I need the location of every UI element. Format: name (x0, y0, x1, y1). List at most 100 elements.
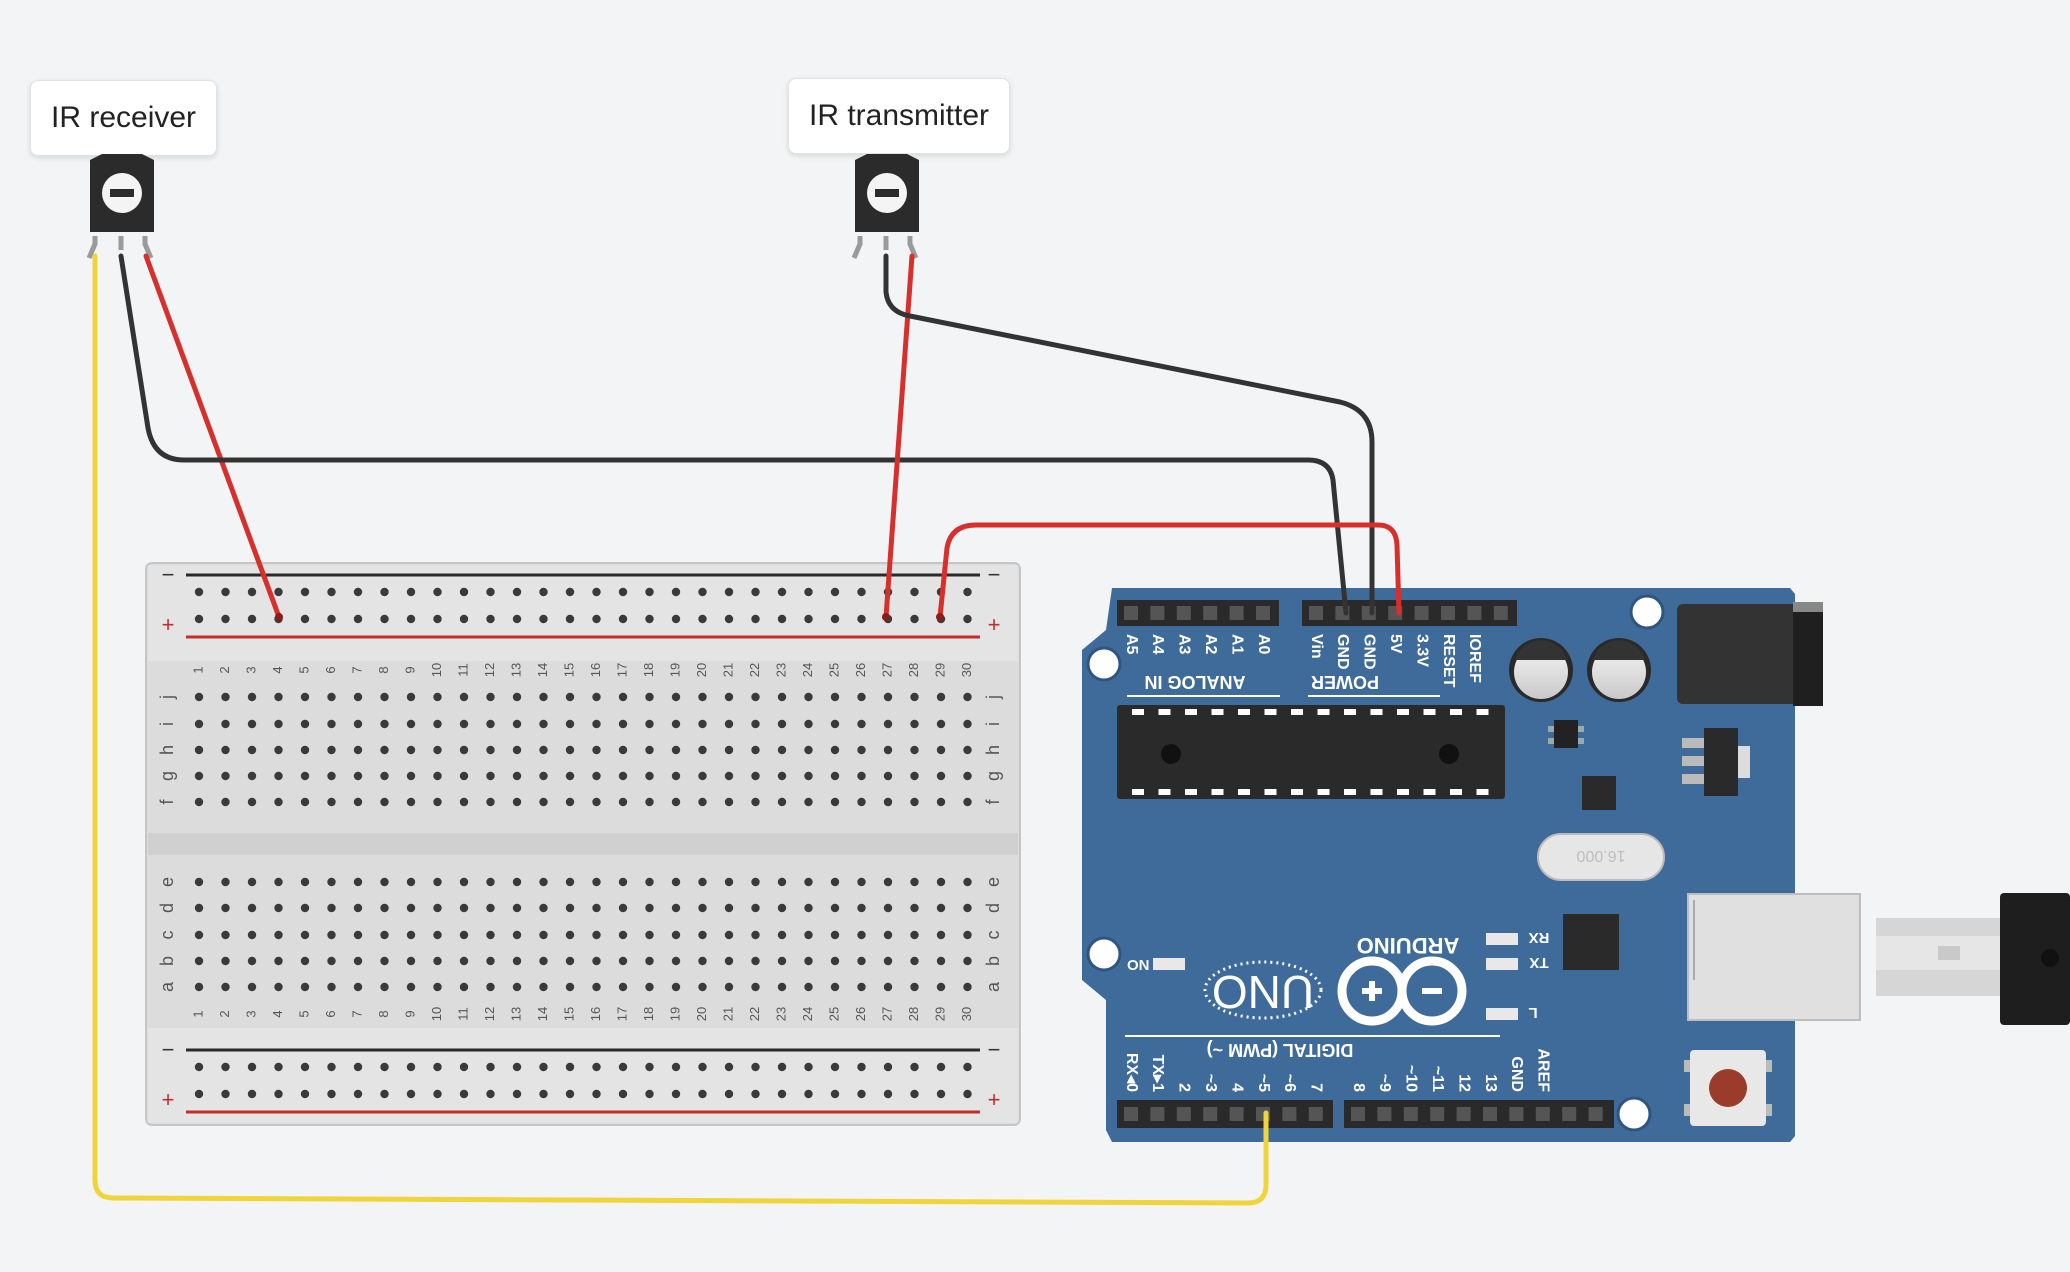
terminal-hole (883, 745, 893, 755)
terminal-hole (724, 797, 734, 807)
terminal-hole (592, 771, 601, 781)
terminal-hole (910, 692, 919, 702)
rail-hole (751, 587, 760, 597)
wire-yellow-signal[interactable] (92, 253, 1269, 1206)
terminal-hole (724, 956, 734, 966)
rail-hole (804, 1089, 813, 1099)
rail-hole (433, 1089, 442, 1099)
terminal-hole (618, 745, 628, 755)
rail-hole (486, 1089, 495, 1099)
chip-leg (1185, 709, 1197, 715)
rail-hole (353, 614, 363, 624)
column-number: 2 (217, 1010, 232, 1017)
chip-leg (1317, 789, 1330, 795)
terminal-hole (512, 930, 522, 940)
terminal-hole (830, 956, 840, 966)
column-number: 24 (800, 1007, 815, 1021)
rail-hole (459, 614, 469, 624)
terminal-hole (671, 877, 681, 887)
terminal-hole (963, 956, 972, 966)
capacitor (1587, 638, 1651, 702)
rx-label: RX (1529, 929, 1550, 946)
pin-label: 8 (1350, 1083, 1367, 1092)
terminal-hole (327, 877, 336, 887)
pin-label: 2 (1176, 1083, 1193, 1092)
header-pin (1282, 1107, 1297, 1121)
terminal-hole (857, 797, 866, 807)
terminal-hole (592, 745, 601, 755)
column-number: 13 (508, 1007, 523, 1021)
terminal-hole (194, 745, 204, 755)
terminal-hole (194, 930, 204, 940)
terminal-hole (618, 956, 628, 966)
column-number: 22 (747, 1007, 762, 1021)
chip-leg (1238, 789, 1250, 795)
column-number: 16 (588, 663, 603, 677)
rail-hole (247, 1062, 257, 1072)
rail-hole (592, 1089, 601, 1099)
wire-black-transmitter-gnd[interactable] (883, 253, 1375, 616)
reset-button[interactable] (1684, 1050, 1772, 1126)
ir-transmitter[interactable] (851, 154, 919, 259)
column-number: 1 (190, 666, 205, 673)
terminal-hole (671, 903, 681, 913)
rail-hole (539, 1089, 548, 1099)
arduino-brand-text: ARDUINO (1357, 933, 1460, 958)
rail-hole (459, 1062, 469, 1072)
chip-leg (1450, 789, 1462, 795)
wire-red-receiver[interactable] (143, 253, 282, 620)
terminal-hole (963, 797, 972, 807)
chip-leg (1132, 789, 1144, 795)
power-header (1302, 600, 1517, 626)
rail-hole (751, 614, 760, 624)
terminal-hole (380, 719, 389, 729)
ir-receiver[interactable] (86, 154, 154, 259)
terminal-hole (804, 903, 813, 913)
column-number: 23 (773, 663, 788, 677)
mount-hole (1616, 1096, 1652, 1132)
terminal-hole (857, 692, 866, 702)
rail-hole (751, 1062, 760, 1072)
column-number: 20 (694, 1007, 709, 1021)
terminal-hole (380, 982, 389, 992)
column-number: 13 (508, 663, 523, 677)
rail-hole (804, 614, 813, 624)
terminal-hole (936, 719, 946, 729)
terminal-hole (327, 771, 336, 781)
terminal-hole (804, 982, 813, 992)
terminal-hole (459, 797, 469, 807)
terminal-hole (300, 719, 310, 729)
terminal-hole (300, 771, 310, 781)
chip-leg (1344, 709, 1356, 715)
terminal-hole (221, 903, 230, 913)
terminal-hole (645, 903, 654, 913)
wire-red-5v[interactable] (937, 522, 1402, 620)
column-number: 7 (349, 666, 364, 673)
pin-label: ~3 (1202, 1074, 1219, 1092)
row-letter: i (983, 722, 1003, 726)
terminal-hole (671, 745, 681, 755)
terminal-hole (565, 771, 575, 781)
ir-receiver-label: IR receiver (30, 80, 218, 156)
terminal-hole (433, 719, 442, 729)
row-letter: a (983, 981, 1003, 992)
l-led (1486, 1008, 1518, 1020)
column-number: 6 (323, 1010, 338, 1017)
row-letter: h (983, 745, 1003, 755)
rail-hole (857, 1062, 866, 1072)
terminal-hole (592, 982, 601, 992)
terminal-hole (406, 771, 416, 781)
wire-black-receiver-gnd[interactable] (118, 253, 1349, 616)
terminal-hole (698, 692, 707, 702)
rail-hole (698, 614, 707, 624)
terminal-hole (910, 745, 919, 755)
terminal-hole (698, 877, 707, 887)
voltage-regulator (1704, 728, 1738, 796)
terminal-hole (910, 903, 919, 913)
terminal-hole (433, 692, 442, 702)
terminal-hole (883, 877, 893, 887)
rail-hole (963, 587, 972, 597)
terminal-hole (830, 771, 840, 781)
